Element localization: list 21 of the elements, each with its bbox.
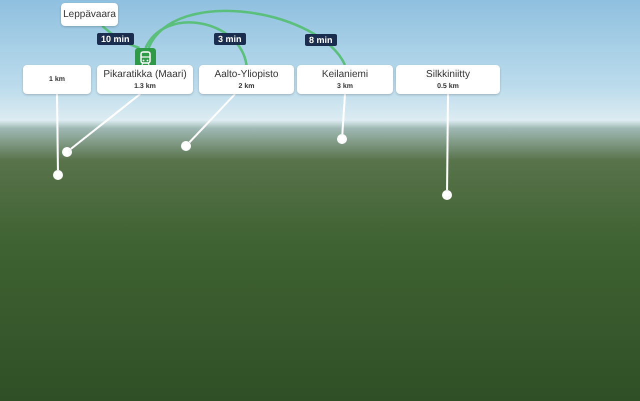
travel-time-label: 10 min: [97, 33, 134, 45]
place-card: [396, 65, 500, 94]
place-card: [297, 65, 393, 94]
place-name: Aalto-Yliopisto: [214, 69, 278, 80]
leader-line: [70, 93, 141, 150]
place-name: Leppävaara: [63, 9, 116, 20]
leader-line: [341, 94, 346, 134]
place-card: [23, 65, 91, 94]
place-card: [97, 65, 193, 94]
travel-time-label: 3 min: [214, 33, 246, 45]
place-name: Pikaratikka (Maari): [103, 69, 187, 80]
travel-time-label: 8 min: [305, 34, 337, 46]
route-line: [147, 10, 346, 66]
leader-line: [446, 94, 449, 190]
leader-line: [188, 93, 236, 144]
place-name: Silkkiniitty: [426, 69, 470, 80]
place-name: Keilaniemi: [322, 69, 368, 80]
route-line: [144, 21, 248, 66]
place-card: [61, 3, 118, 26]
place-card: [199, 65, 294, 94]
leader-line: [56, 94, 59, 170]
